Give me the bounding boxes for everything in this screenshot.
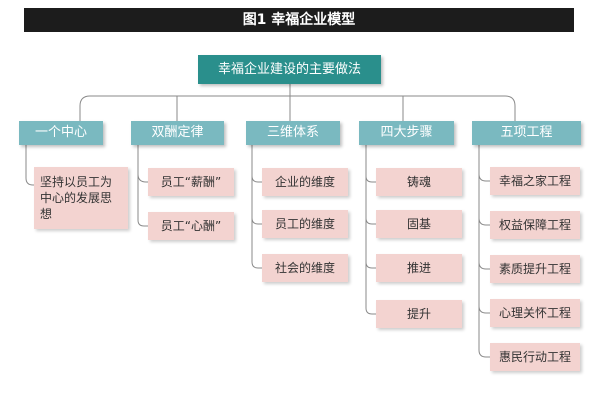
cat1-branch [25, 145, 34, 186]
leaf-node-2-1: 员工“薪酬” [148, 168, 234, 196]
cat5-branch [478, 145, 490, 358]
cat4-branch [365, 145, 376, 315]
cat2-branch [137, 145, 148, 227]
category-node-4: 四大步骤 [359, 121, 454, 145]
leaf-node-5-2: 权益保障工程 [490, 211, 580, 239]
leaf-node-5-3: 素质提升工程 [490, 255, 580, 283]
category-node-2: 双酬定律 [131, 121, 224, 145]
leaf-node-4-4: 提升 [376, 300, 462, 328]
leaf-node-5-1: 幸福之家工程 [490, 167, 580, 195]
leaf-node-5-5: 惠民行动工程 [490, 343, 580, 371]
figure-title: 图1 幸福企业模型 [24, 8, 574, 32]
leaf-node-2-2: 员工“心酬” [148, 212, 234, 240]
category-node-5: 五项工程 [472, 121, 581, 145]
leaf-node-3-1: 企业的维度 [262, 168, 348, 196]
leaf-node-1-1: 坚持以员工为中心的发展思想 [34, 167, 128, 229]
leaf-node-4-1: 铸魂 [376, 168, 462, 196]
leaf-node-4-2: 固基 [376, 210, 462, 238]
cat3-branch [251, 145, 262, 269]
category-node-3: 三维体系 [246, 121, 340, 145]
category-node-1: 一个中心 [19, 121, 103, 145]
bus-line [79, 95, 516, 121]
leaf-node-4-3: 推进 [376, 254, 462, 282]
root-node: 幸福企业建设的主要做法 [198, 55, 381, 84]
leaf-node-5-4: 心理关怀工程 [490, 299, 580, 327]
leaf-node-3-2: 员工的维度 [262, 210, 348, 238]
leaf-node-3-3: 社会的维度 [262, 254, 348, 282]
